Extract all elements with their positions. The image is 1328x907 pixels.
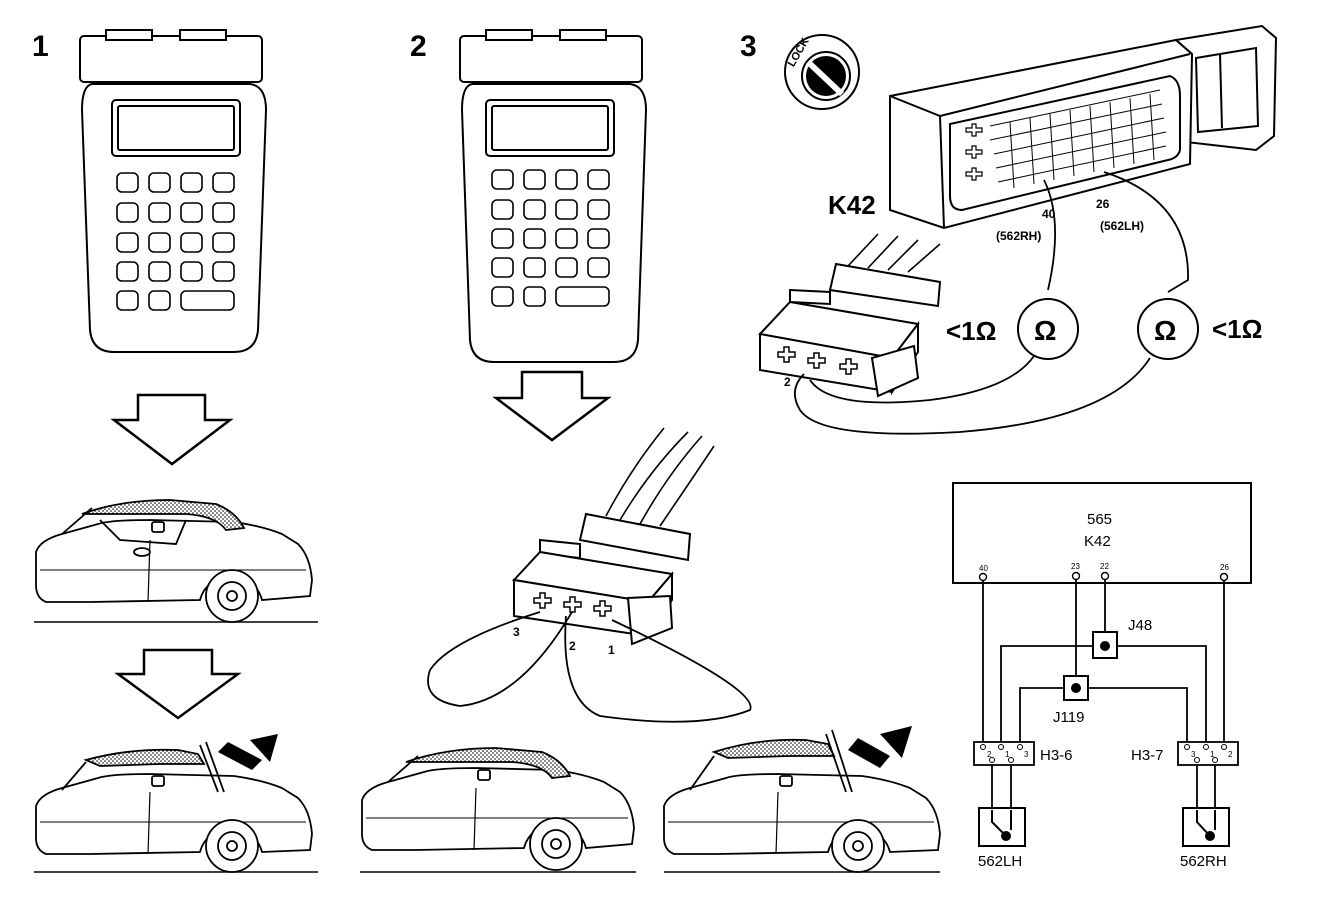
rh-switch-ref: (562RH) xyxy=(996,229,1041,243)
lh-switch-ref: (562LH) xyxy=(1100,219,1144,233)
pin-label-3: 3 xyxy=(513,625,520,639)
control-module-label: K42 xyxy=(828,190,876,220)
convertible-car-roof-opening-1 xyxy=(34,741,318,873)
junction-j119-label: J119 xyxy=(1053,709,1084,726)
convertible-car-roof-closed xyxy=(34,499,318,623)
junction-j119 xyxy=(1063,675,1089,701)
connector-h3-6-label: H3-6 xyxy=(1040,747,1073,764)
down-arrow-icon xyxy=(114,648,242,720)
junction-j48 xyxy=(1092,631,1118,659)
wiring-harness xyxy=(605,427,715,527)
switch-562lh-icon xyxy=(978,807,1026,847)
module-pin-26: 26 xyxy=(1220,563,1229,572)
ohmmeter-leads xyxy=(794,171,1189,435)
module-number: 565 xyxy=(1087,511,1112,528)
h3-6-pin: 2 xyxy=(987,750,992,759)
module-pin-40: 40 xyxy=(979,564,988,573)
down-arrow-icon xyxy=(110,393,234,466)
h3-7-pin: 1 xyxy=(1210,750,1215,759)
ohm-symbol: Ω xyxy=(1154,315,1176,346)
module-pin-23: 23 xyxy=(1071,562,1080,571)
step-number-3: 3 xyxy=(740,30,757,63)
switch-562lh-label: 562LH xyxy=(978,853,1022,870)
control-module-k42-unit xyxy=(889,24,1278,230)
ohmmeter-rh-icon: Ω xyxy=(1137,298,1199,360)
pin-40-label: 40 xyxy=(1042,207,1056,221)
jumper-wire xyxy=(427,611,752,723)
resistance-spec-rh: <1Ω xyxy=(946,316,997,346)
convertible-car-roof-opening-2 xyxy=(663,729,941,873)
movement-arrow-icon xyxy=(848,726,912,768)
module-pin-22: 22 xyxy=(1100,562,1109,571)
h3-6-pin: 3 xyxy=(1024,750,1029,759)
down-arrow-icon xyxy=(492,370,612,442)
roof-motor-connector xyxy=(511,512,692,646)
switch-562rh-label: 562RH xyxy=(1180,853,1227,870)
junction-j48-label: J48 xyxy=(1128,617,1152,634)
ignition-lock-icon: LOCK xyxy=(784,34,860,110)
pin-label-2: 2 xyxy=(569,639,576,653)
connector-pin-2-label: 2 xyxy=(784,375,791,389)
h3-6-pin: 1 xyxy=(1005,750,1010,759)
step-number-1: 1 xyxy=(32,30,49,63)
switch-562rh-icon xyxy=(1182,807,1230,847)
pin-label-1: 1 xyxy=(608,643,615,657)
h3-7-pin: 2 xyxy=(1228,750,1233,759)
diagnostic-tester-2 xyxy=(459,29,648,363)
wiring-schematic: 565 K42 40 23 22 26 xyxy=(952,482,1252,870)
ohm-symbol: Ω xyxy=(1034,315,1056,346)
resistance-spec-lh: <1Ω xyxy=(1212,314,1263,344)
module-565-box xyxy=(952,482,1252,584)
wiring-harness xyxy=(847,233,941,273)
step-number-2: 2 xyxy=(410,30,427,63)
movement-arrow-icon xyxy=(218,734,278,770)
pin-26-label: 26 xyxy=(1096,197,1110,211)
module-code: K42 xyxy=(1084,533,1111,550)
h3-7-pin: 3 xyxy=(1191,750,1196,759)
connector-h3-7-label: H3-7 xyxy=(1131,747,1164,764)
ohmmeter-lh-icon: Ω xyxy=(1017,298,1079,360)
convertible-car-roof-closed-2 xyxy=(360,747,636,873)
diagnostic-tester-1 xyxy=(79,29,268,353)
roof-motor-connector-test xyxy=(758,262,942,398)
